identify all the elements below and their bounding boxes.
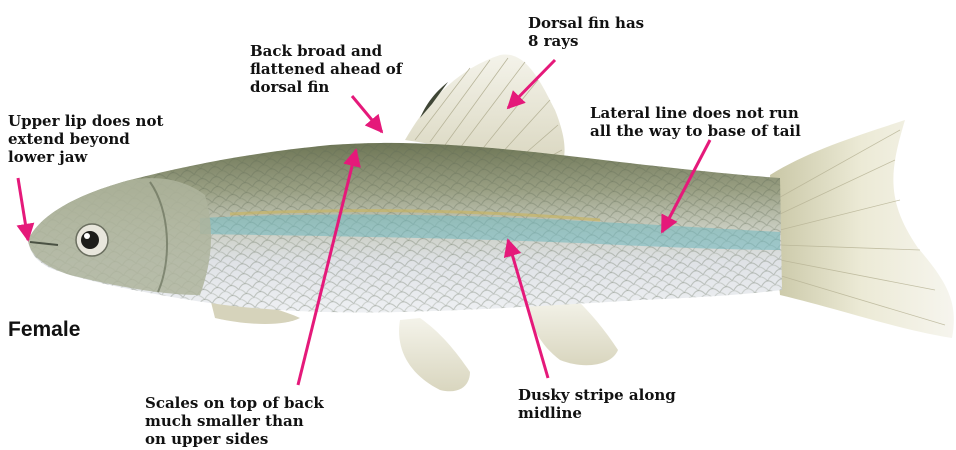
annotation-lateral-line: Lateral line does not run all the way to… (590, 104, 801, 140)
sex-label: Female (8, 318, 80, 342)
arrow-back (352, 96, 382, 132)
annotation-back: Back broad and flattened ahead of dorsal… (250, 42, 402, 96)
fish-head (28, 178, 211, 295)
caudal-fin (770, 120, 954, 338)
annotation-stripe: Dusky stripe along midline (518, 386, 676, 422)
annotation-dorsal-fin: Dorsal fin has 8 rays (528, 14, 644, 50)
annotation-scales: Scales on top of back much smaller than … (145, 394, 324, 448)
annotation-upper-lip: Upper lip does not extend beyond lower j… (8, 112, 163, 166)
pelvic-fin (399, 318, 470, 391)
arrow-upper-lip (18, 178, 28, 240)
anal-fin (525, 298, 618, 365)
